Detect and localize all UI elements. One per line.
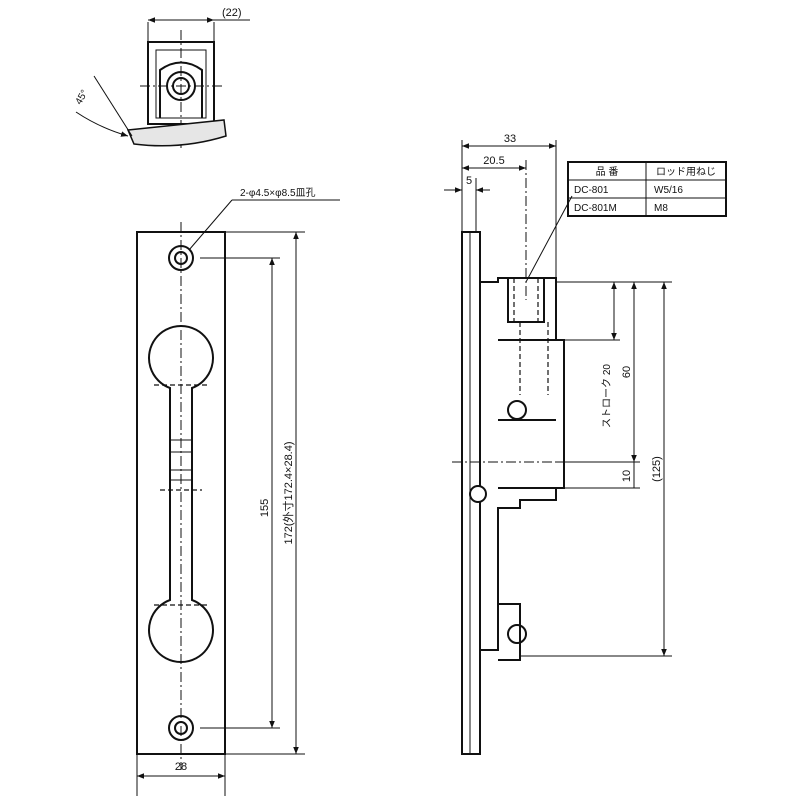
dim-stroke-label: ストローク 20 — [601, 364, 613, 428]
side-lower-lug — [498, 603, 521, 661]
holes-note-label: 2-φ4.5×φ8.5皿孔 — [240, 187, 316, 199]
table-header-thread: ロッド用ねじ — [656, 166, 716, 178]
table-row1-thread: W5/16 — [654, 185, 683, 196]
bottom-screw-hole-outer — [168, 715, 194, 741]
dim-125-label: (125) — [651, 456, 663, 482]
table-leader — [525, 195, 573, 283]
pin-middle — [469, 485, 487, 503]
dim-172-label: 172(外寸172.4×28.4) — [281, 441, 295, 544]
pin-lower — [507, 624, 527, 644]
front-view: 2-φ4.5×φ8.5皿孔 155 172(外寸172.4×28.4) 28 — [136, 187, 340, 796]
table-row2-thread: M8 — [654, 203, 668, 214]
lever-hidden-lines — [154, 384, 208, 606]
dim-5-label: 5 — [466, 175, 472, 187]
dim-33-label: 33 — [504, 133, 516, 145]
holes-note-leader — [188, 199, 233, 251]
angle-label: 45° — [74, 88, 91, 107]
dim-155-label: 155 — [259, 499, 271, 517]
dim-10-label: 10 — [621, 470, 633, 482]
angle-leader — [93, 75, 133, 137]
side-view: 33 20.5 5 ストローク 20 60 10 (125) — [444, 133, 672, 755]
dim-60-label: 60 — [621, 366, 633, 378]
dim-28-label: 28 — [175, 761, 187, 773]
top-screw-hole-inner — [174, 251, 188, 265]
spec-table-border — [567, 161, 727, 217]
bottom-screw-hole-inner — [174, 721, 188, 735]
pin-upper — [507, 400, 527, 420]
dim-20-5-label: 20.5 — [483, 155, 504, 167]
angle-arc — [75, 111, 129, 137]
side-body-outline — [480, 277, 565, 651]
top-view: (22) 45° — [74, 7, 250, 150]
table-row1-part: DC-801 — [574, 185, 609, 196]
spec-table: 品 番 ロッド用ねじ DC-801 W5/16 DC-801M M8 — [567, 161, 727, 217]
lever-handle — [148, 324, 214, 664]
top-view-base — [126, 119, 227, 147]
side-body-sections — [498, 339, 556, 489]
dim-22-label: (22) — [222, 7, 242, 19]
table-row2-part: DC-801M — [574, 203, 617, 214]
table-header-part: 品 番 — [596, 166, 619, 178]
top-screw-hole-outer — [168, 245, 194, 271]
